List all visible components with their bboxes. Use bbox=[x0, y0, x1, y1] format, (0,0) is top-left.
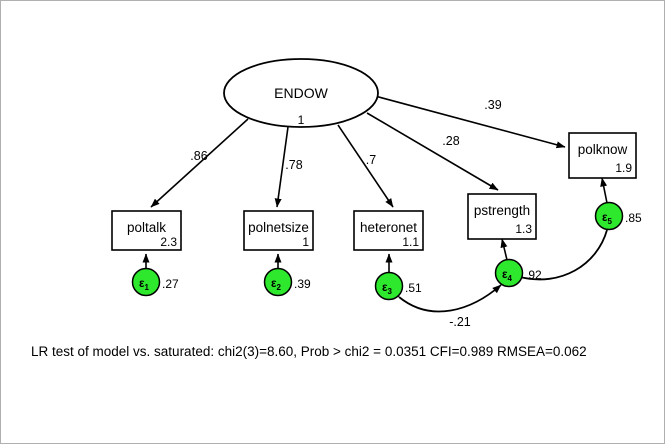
error-node-e1[interactable]: ε1 .27 bbox=[131, 267, 180, 297]
path-endow-pstrength bbox=[366, 112, 499, 191]
observed-box-polnetsize bbox=[243, 210, 314, 251]
covariance-e3-e4 bbox=[390, 284, 502, 313]
coef-label-heteronet: .7 bbox=[366, 153, 376, 167]
observed-node-polnetsize[interactable]: polnetsize 1 bbox=[243, 210, 314, 251]
path-endow-polnetsize bbox=[274, 126, 289, 208]
error-circle-e2 bbox=[263, 267, 293, 297]
error-node-e4[interactable]: ε4 .92 bbox=[494, 258, 543, 288]
coef-label-pstrength: .28 bbox=[442, 134, 459, 148]
error-circle-e4 bbox=[494, 258, 524, 288]
coef-label-polnetsize: .78 bbox=[285, 158, 302, 172]
observed-label-heteronet: heteronet bbox=[360, 220, 417, 235]
path-endow-heteronet bbox=[337, 124, 394, 208]
observed-value-polnetsize: 1 bbox=[302, 235, 309, 249]
observed-node-polknow[interactable]: polknow 1.9 bbox=[568, 132, 637, 179]
path-e5-polknow bbox=[600, 177, 608, 204]
model-fit-caption: LR test of model vs. saturated: chi2(3)=… bbox=[31, 344, 587, 359]
error-node-e2[interactable]: ε2 .39 bbox=[263, 267, 312, 297]
error-value-e3: .51 bbox=[405, 281, 422, 295]
error-node-e5[interactable]: ε5 .85 bbox=[594, 201, 643, 231]
error-circle-e3 bbox=[374, 271, 404, 301]
observed-label-pstrength: pstrength bbox=[474, 203, 530, 218]
error-value-e1: .27 bbox=[162, 277, 179, 291]
observed-label-poltalk: poltalk bbox=[127, 220, 166, 235]
latent-variance-endow: 1 bbox=[298, 113, 305, 127]
error-label-e2: ε2 bbox=[271, 278, 281, 292]
observed-label-polnetsize: polnetsize bbox=[248, 220, 309, 235]
coef-label-poltalk: .86 bbox=[190, 149, 207, 163]
error-label-e5: ε5 bbox=[602, 212, 612, 226]
error-circle-e5 bbox=[594, 201, 624, 231]
observed-label-polknow: polknow bbox=[578, 142, 628, 157]
observed-value-polknow: 1.9 bbox=[615, 161, 632, 175]
observed-box-heteronet bbox=[353, 210, 424, 251]
error-value-e2: .39 bbox=[294, 277, 311, 291]
observed-box-pstrength bbox=[467, 193, 537, 240]
coef-label-covariance-e3-e4: -.21 bbox=[449, 315, 471, 329]
error-value-e4: .92 bbox=[525, 268, 542, 282]
error-label-e1: ε1 bbox=[139, 278, 149, 292]
observed-node-heteronet[interactable]: heteronet 1.1 bbox=[353, 210, 424, 251]
error-circle-e1 bbox=[131, 267, 161, 297]
observed-box-polknow bbox=[568, 132, 637, 179]
observed-value-poltalk: 2.3 bbox=[160, 235, 177, 249]
latent-ellipse bbox=[223, 58, 379, 128]
error-label-e3: ε3 bbox=[382, 282, 392, 296]
error-label-e4: ε4 bbox=[502, 269, 512, 283]
observed-node-poltalk[interactable]: poltalk 2.3 bbox=[111, 210, 182, 251]
path-e4-pstrength bbox=[500, 238, 508, 261]
observed-value-pstrength: 1.3 bbox=[515, 222, 532, 236]
latent-label-endow: ENDOW bbox=[274, 85, 328, 101]
error-value-e5: .85 bbox=[625, 211, 642, 225]
observed-node-pstrength[interactable]: pstrength 1.3 bbox=[467, 193, 537, 240]
latent-node-endow[interactable]: ENDOW 1 bbox=[223, 58, 379, 128]
path-endow-poltalk bbox=[150, 118, 249, 208]
observed-box-poltalk bbox=[111, 210, 182, 251]
path-endow-polknow bbox=[374, 95, 566, 149]
error-node-e3[interactable]: ε3 .51 bbox=[374, 271, 423, 301]
observed-value-heteronet: 1.1 bbox=[402, 235, 419, 249]
covariance-e4-e5 bbox=[510, 229, 608, 281]
coef-label-polknow: .39 bbox=[484, 98, 501, 112]
